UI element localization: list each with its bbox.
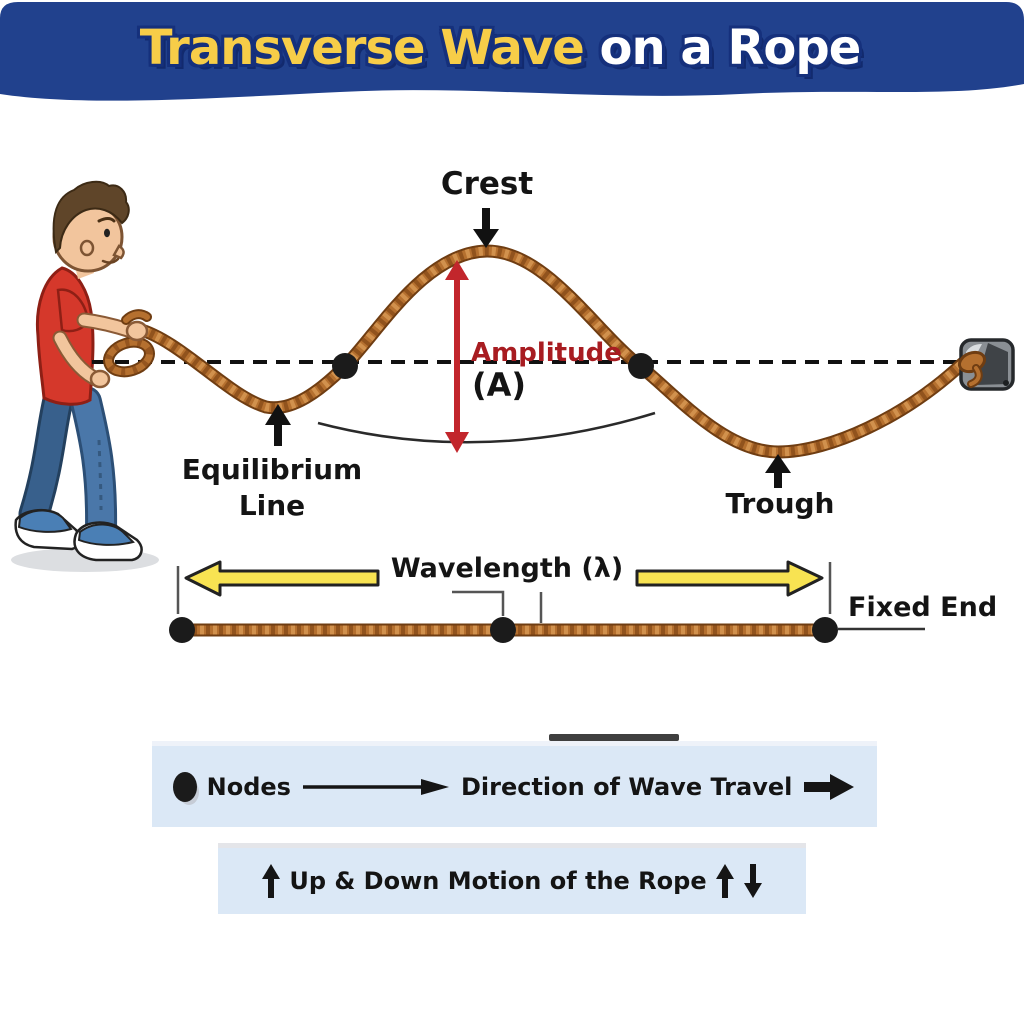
node-dot [490, 617, 516, 643]
amplitude-arc [317, 411, 656, 444]
amplitude-arrow [445, 260, 469, 453]
legend-updown-label: Up & Down Motion of the Rope [289, 867, 707, 895]
person-illustration [11, 180, 159, 572]
trough-arrow-icon [765, 454, 791, 488]
thin-right-arrow-icon [302, 778, 449, 795]
crest-label: Crest [440, 166, 534, 202]
legend-nodes-label: Nodes [206, 772, 291, 801]
trough-label: Trough [725, 487, 835, 520]
rope-wave [121, 244, 970, 459]
node-dot [628, 353, 654, 379]
crest-arrow-icon [473, 208, 499, 248]
node-dot [812, 617, 838, 643]
amplitude-symbol-label: (A) [472, 366, 527, 404]
node-dot [169, 617, 195, 643]
fixed-end-label: Fixed End [848, 592, 998, 623]
bold-right-arrow-icon [804, 773, 855, 800]
title-highlight: Transverse Wave [139, 20, 585, 76]
wavelength-arrow-right-icon [635, 560, 824, 597]
back-leg [21, 387, 71, 527]
wavelength-arrow-left-icon [184, 560, 380, 597]
banner-shape [0, 2, 1024, 101]
equilibrium-label-line2: Line [238, 489, 306, 522]
nose [112, 244, 125, 260]
front-shoe [73, 521, 143, 562]
lower-hand [89, 369, 111, 389]
amplitude-label: Amplitude [471, 338, 622, 368]
equilibrium-arrow-icon [265, 404, 291, 446]
mouth [101, 257, 120, 264]
fixed-end-anchor [957, 338, 1015, 391]
legend-direction-label: Direction of Wave Travel [460, 772, 793, 801]
ear [79, 239, 95, 257]
equilibrium-label-line1: Equilibrium [181, 453, 363, 486]
leader-lines [176, 562, 832, 623]
eye [104, 228, 110, 238]
legend-updown-motion: Up & Down Motion of the Rope [218, 843, 806, 914]
node-dot [332, 353, 358, 379]
up-arrow-icon [715, 864, 734, 898]
legend-nodes-direction: Nodes Direction of Wave Travel [152, 741, 877, 827]
up-arrow-icon [262, 864, 281, 898]
front-leg [73, 389, 115, 543]
down-arrow-icon [743, 864, 762, 898]
title-banner [0, 2, 1024, 101]
legend-shadow-bar [549, 734, 679, 741]
upper-hand [125, 320, 149, 342]
wavelength-label: Wavelength (λ) [390, 553, 624, 584]
title-rest: on a Rope [583, 20, 861, 76]
hair [52, 180, 130, 255]
eyebrow [97, 217, 116, 223]
rope-loop [103, 336, 155, 378]
page-title: Transverse Wave on a Rope [0, 20, 1000, 76]
node-dot-icon [172, 771, 197, 802]
back-shoe [14, 508, 82, 551]
